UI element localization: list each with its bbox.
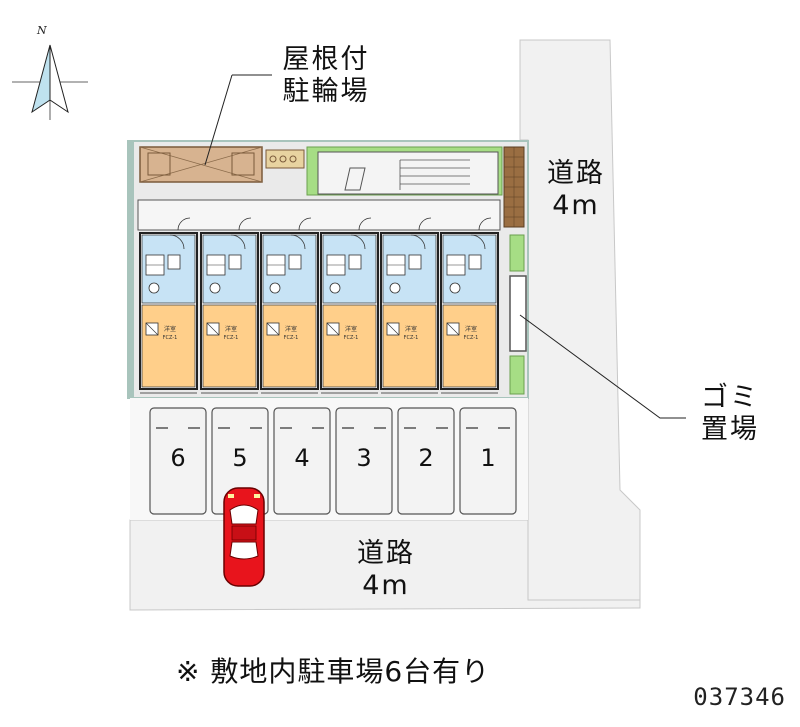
site-left-strip bbox=[128, 141, 134, 398]
unit-room-size: FCZ-1 bbox=[284, 335, 299, 341]
parking-space-1: 1 bbox=[459, 407, 517, 515]
green-side-1 bbox=[509, 234, 525, 272]
label-road-east: 道路 4m bbox=[547, 158, 605, 221]
label-road-south: 道路 4m bbox=[357, 538, 415, 601]
unit-6: 洋室 FCZ-1 bbox=[440, 232, 499, 394]
unit-4: 洋室 FCZ-1 bbox=[320, 232, 379, 394]
parking-space-4: 4 bbox=[273, 407, 331, 515]
compass-north-label: N bbox=[37, 24, 47, 37]
parking-number: 6 bbox=[170, 444, 185, 472]
red-car-icon bbox=[223, 487, 265, 587]
unit-room-label: 洋室 bbox=[465, 325, 477, 333]
leader-garbage bbox=[519, 314, 686, 419]
parking-space-6: 6 bbox=[149, 407, 207, 515]
apartment-units: 洋室 FCZ-1 洋室 FCZ-1 洋室 FCZ-1 洋室 FCZ-1 洋室 FCZ-1 洋室 FCZ… bbox=[139, 217, 499, 394]
unit-5: 洋室 FCZ-1 bbox=[380, 232, 439, 394]
bike-rack bbox=[265, 149, 305, 169]
parking-space-3: 3 bbox=[335, 407, 393, 515]
unit-room-label: 洋室 bbox=[285, 325, 297, 333]
parking-number: 1 bbox=[480, 444, 495, 472]
parking-number: 3 bbox=[356, 444, 371, 472]
unit-room-size: FCZ-1 bbox=[404, 335, 419, 341]
label-bike-parking: 屋根付 駐輪場 bbox=[282, 44, 370, 107]
unit-room-label: 洋室 bbox=[225, 325, 237, 333]
unit-room-label: 洋室 bbox=[405, 325, 417, 333]
listing-code: 037346 bbox=[693, 683, 786, 711]
unit-room-size: FCZ-1 bbox=[464, 335, 479, 341]
unit-room-size: FCZ-1 bbox=[224, 335, 239, 341]
parking-space-5: 5 bbox=[211, 407, 269, 515]
unit-2: 洋室 FCZ-1 bbox=[200, 232, 259, 394]
parking-spaces: 6 5 4 3 2 1 bbox=[149, 407, 517, 515]
road-east bbox=[519, 39, 641, 601]
corridor bbox=[137, 199, 501, 231]
parking-number: 4 bbox=[294, 444, 309, 472]
unit-1: 洋室 FCZ-1 bbox=[139, 232, 198, 394]
label-garbage: ゴミ 置場 bbox=[701, 382, 759, 445]
parking-space-2: 2 bbox=[397, 407, 455, 515]
compass-icon bbox=[12, 44, 88, 120]
green-side-2 bbox=[509, 355, 525, 395]
parking-number: 5 bbox=[232, 444, 247, 472]
unit-room-label: 洋室 bbox=[164, 325, 176, 333]
garbage-area bbox=[509, 275, 527, 352]
unit-room-size: FCZ-1 bbox=[163, 335, 178, 341]
leader-bike bbox=[204, 74, 233, 166]
unit-room-label: 洋室 bbox=[345, 325, 357, 333]
stair-area bbox=[317, 151, 499, 195]
parking-number: 2 bbox=[418, 444, 433, 472]
unit-3: 洋室 FCZ-1 bbox=[260, 232, 319, 394]
unit-room-size: FCZ-1 bbox=[344, 335, 359, 341]
parking-note: ※ 敷地内駐車場6台有り bbox=[176, 655, 491, 688]
